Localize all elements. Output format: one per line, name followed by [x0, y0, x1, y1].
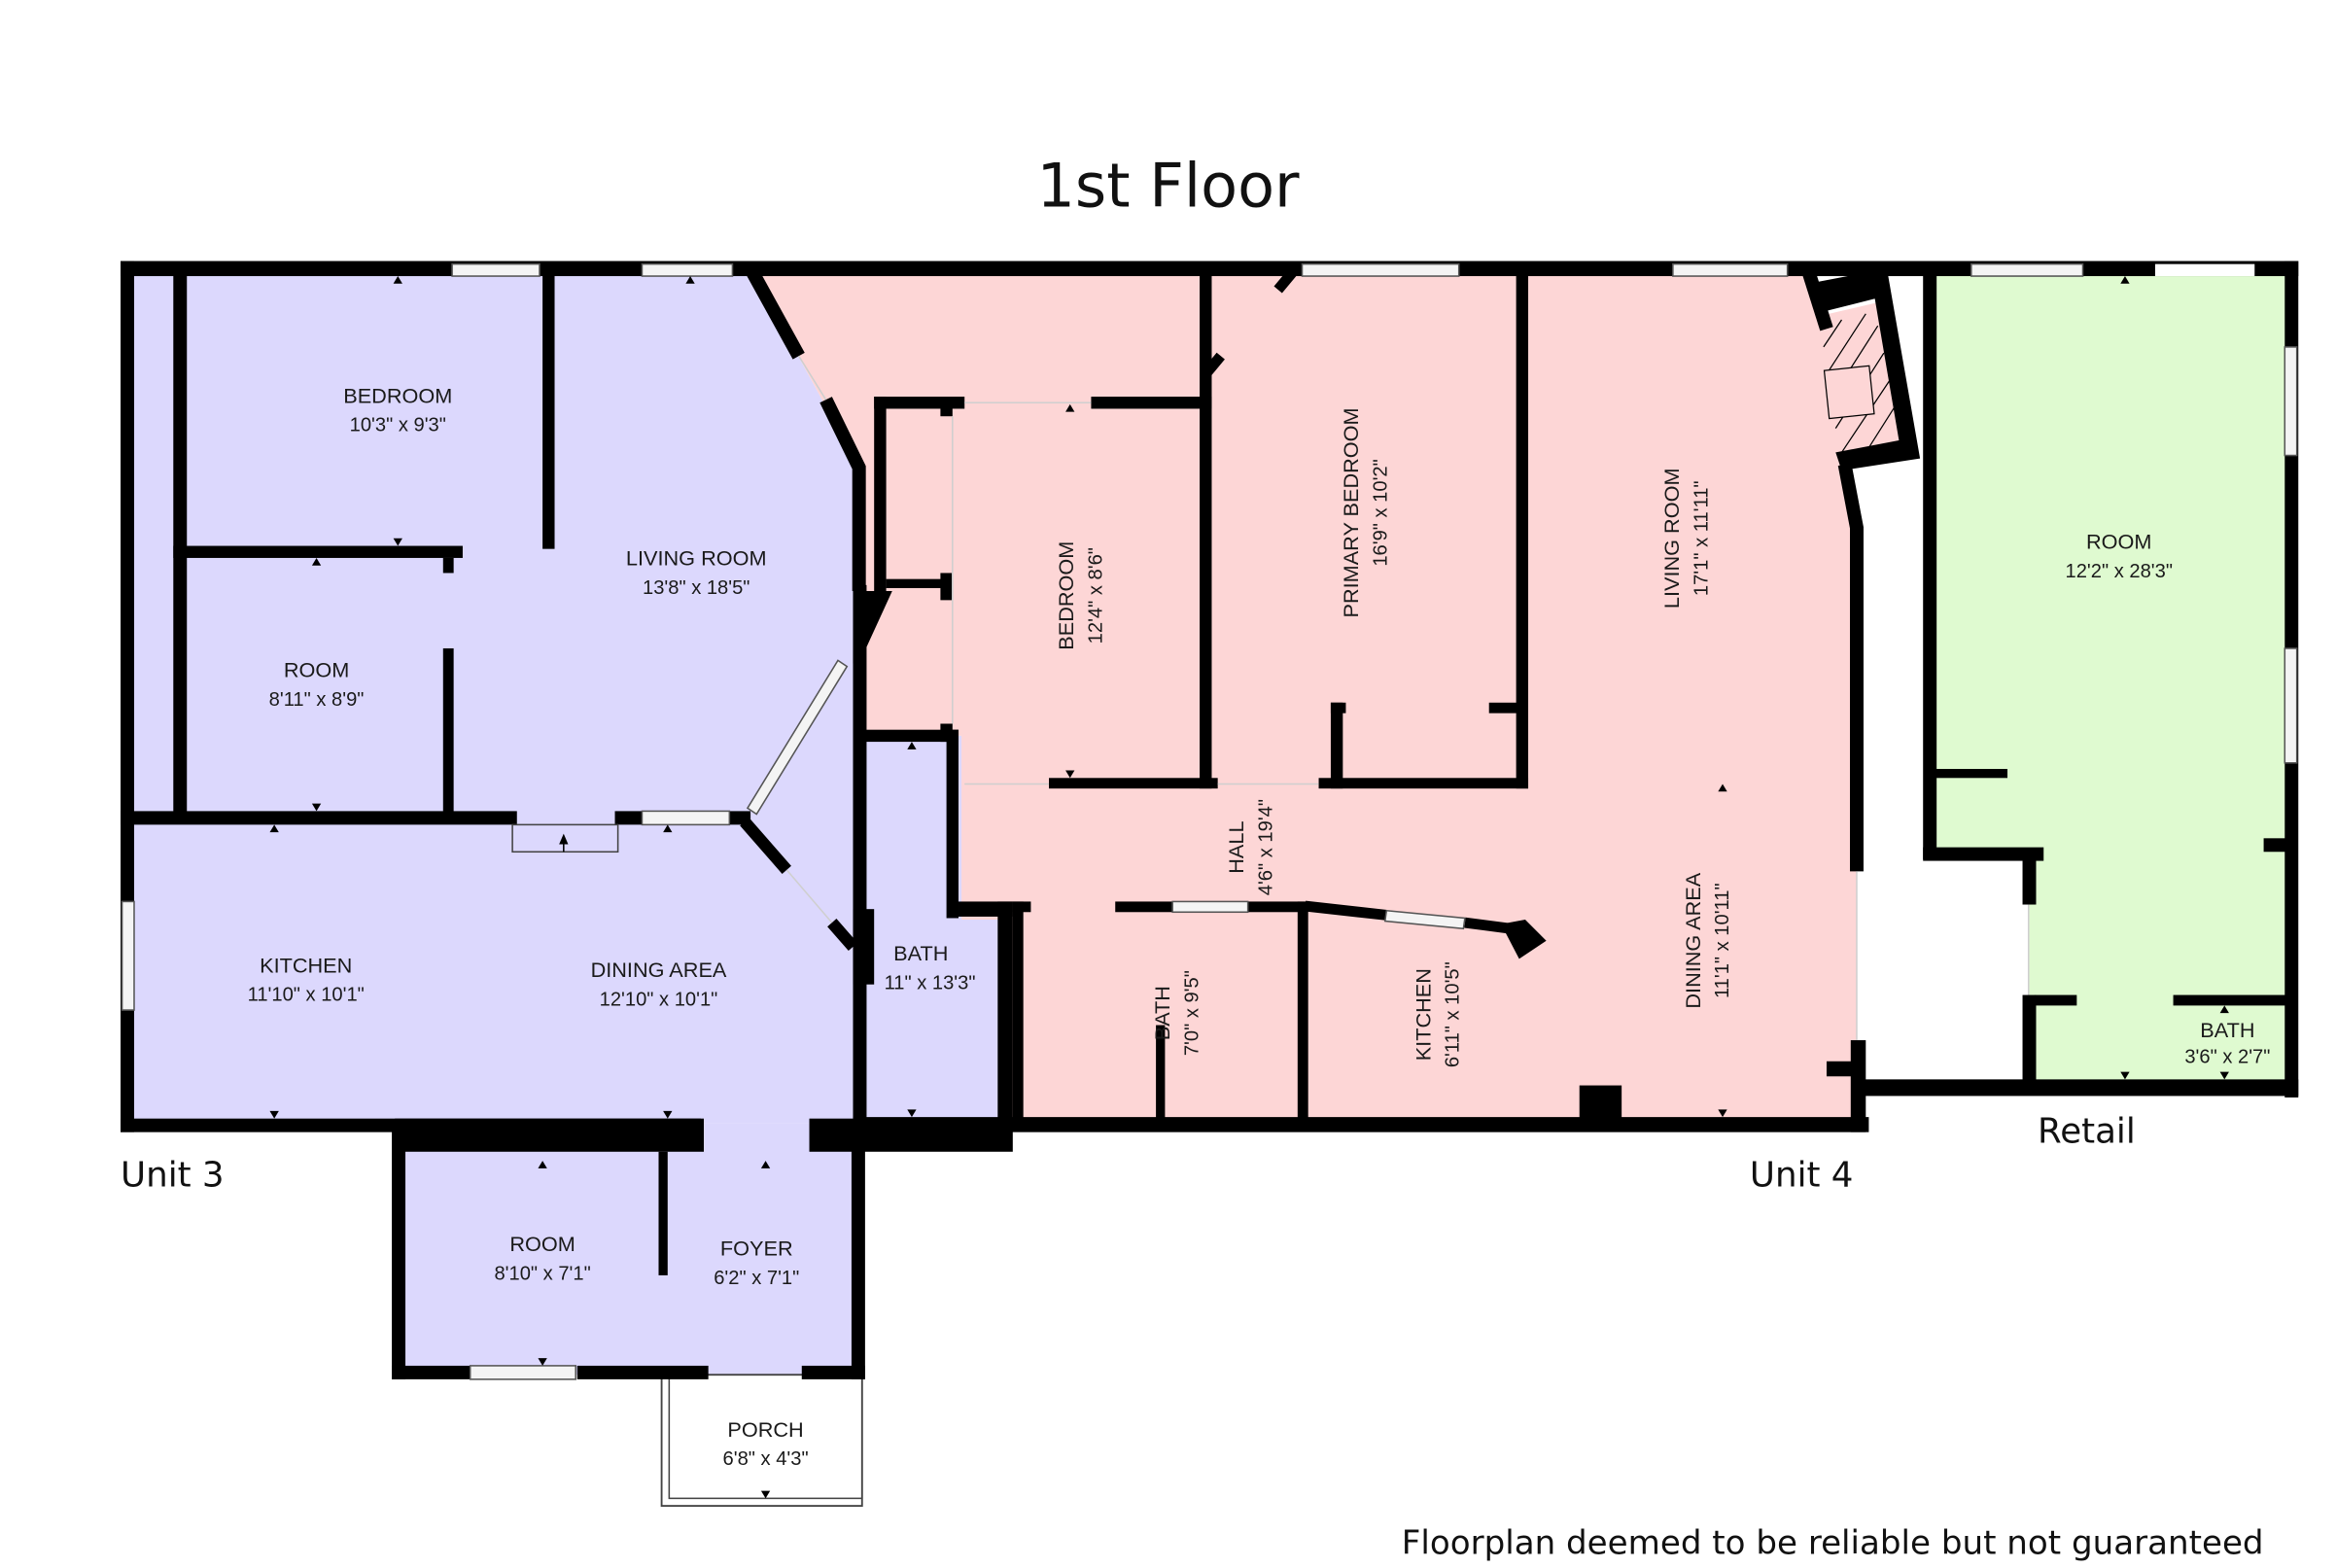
- svg-text:16'9" x 10'2": 16'9" x 10'2": [1370, 459, 1391, 566]
- svg-text:LIVING ROOM: LIVING ROOM: [1659, 468, 1684, 609]
- svg-text:3'6" x 2'7": 3'6" x 2'7": [2184, 1046, 2270, 1067]
- svg-text:6'11" x 10'5": 6'11" x 10'5": [1443, 961, 1464, 1067]
- svg-text:7'0" x 9'5": 7'0" x 9'5": [1182, 970, 1203, 1056]
- svg-text:PRIMARY BEDROOM: PRIMARY BEDROOM: [1339, 407, 1363, 617]
- room-unit4-bath: BATH 7'0" x 9'5": [1150, 970, 1203, 1056]
- room-unit3-kitchen: KITCHEN 11'10" x 10'1": [248, 953, 365, 1005]
- svg-text:12'10" x 10'1": 12'10" x 10'1": [600, 989, 718, 1010]
- svg-text:DINING AREA: DINING AREA: [591, 958, 727, 982]
- retail-label: Retail: [2038, 1111, 2136, 1151]
- room-retail-room: ROOM 12'2" x 28'3": [2066, 530, 2173, 582]
- svg-text:17'1" x 11'11": 17'1" x 11'11": [1691, 480, 1713, 596]
- room-unit3-front-room: ROOM 8'10" x 7'1": [494, 1232, 590, 1284]
- unit-3-area: [126, 268, 1010, 1376]
- unit-4-label: Unit 4: [1750, 1155, 1854, 1195]
- room-unit4-bedroom: BEDROOM 12'4" x 8'6": [1054, 541, 1106, 650]
- room-unit4-living-room: LIVING ROOM 17'1" x 11'11": [1659, 468, 1712, 609]
- svg-text:ROOM: ROOM: [2086, 530, 2151, 554]
- svg-text:BEDROOM: BEDROOM: [343, 383, 452, 407]
- svg-text:ROOM: ROOM: [509, 1232, 575, 1256]
- room-unit3-bath: BATH 11" x 13'3": [885, 941, 976, 993]
- svg-text:8'11" x 8'9": 8'11" x 8'9": [269, 689, 365, 711]
- unit-3-label: Unit 3: [121, 1155, 225, 1195]
- retail-area: [1932, 268, 2291, 1089]
- svg-text:4'6" x 19'4": 4'6" x 19'4": [1255, 799, 1276, 895]
- svg-text:13'8" x 18'5": 13'8" x 18'5": [643, 577, 750, 599]
- floor-title: 1st Floor: [1036, 151, 1300, 222]
- room-retail-bath: BATH 3'6" x 2'7": [2184, 1018, 2270, 1067]
- svg-text:DINING AREA: DINING AREA: [1681, 872, 1705, 1008]
- svg-text:11'1" x 10'11": 11'1" x 10'11": [1712, 883, 1733, 998]
- windows: [121, 262, 2298, 1380]
- room-unit4-primary-bedroom: PRIMARY BEDROOM 16'9" x 10'2": [1339, 407, 1391, 617]
- svg-text:11" x 13'3": 11" x 13'3": [885, 972, 976, 993]
- svg-text:6'8" x 4'3": 6'8" x 4'3": [723, 1448, 809, 1470]
- room-unit4-kitchen: KITCHEN 6'11" x 10'5": [1411, 961, 1463, 1067]
- room-unit4-dining-area: DINING AREA 11'1" x 10'11": [1681, 872, 1733, 1008]
- svg-text:KITCHEN: KITCHEN: [1411, 968, 1435, 1061]
- svg-text:12'4" x 8'6": 12'4" x 8'6": [1085, 547, 1106, 644]
- svg-text:11'10" x 10'1": 11'10" x 10'1": [248, 985, 365, 1006]
- disclaimer-text: Floorplan deemed to be reliable but not …: [1402, 1524, 2264, 1563]
- room-unit3-foyer: FOYER 6'2" x 7'1": [714, 1237, 799, 1289]
- svg-text:6'2" x 7'1": 6'2" x 7'1": [714, 1268, 799, 1289]
- svg-text:8'10" x 7'1": 8'10" x 7'1": [494, 1264, 590, 1285]
- room-unit4-hall: HALL 4'6" x 19'4": [1224, 799, 1276, 895]
- room-unit3-room: ROOM 8'11" x 8'9": [269, 657, 365, 710]
- svg-text:ROOM: ROOM: [284, 657, 349, 681]
- room-unit3-living-room: LIVING ROOM 13'8" x 18'5": [626, 546, 767, 599]
- room-unit3-bedroom: BEDROOM 10'3" x 9'3": [343, 383, 452, 436]
- svg-text:BATH: BATH: [893, 941, 948, 965]
- room-unit3-dining-area: DINING AREA 12'10" x 10'1": [591, 958, 727, 1010]
- svg-text:10'3" x 9'3": 10'3" x 9'3": [350, 415, 446, 436]
- svg-text:LIVING ROOM: LIVING ROOM: [626, 546, 767, 571]
- svg-text:PORCH: PORCH: [727, 1417, 803, 1442]
- svg-text:BEDROOM: BEDROOM: [1054, 541, 1078, 650]
- svg-text:KITCHEN: KITCHEN: [260, 953, 352, 977]
- svg-text:BATH: BATH: [2200, 1018, 2254, 1042]
- room-unit3-porch: PORCH 6'8" x 4'3": [723, 1417, 809, 1470]
- porch-outline: [660, 1374, 863, 1508]
- dimension-markers: [269, 276, 2229, 1499]
- svg-text:HALL: HALL: [1224, 820, 1248, 873]
- svg-text:12'2" x 28'3": 12'2" x 28'3": [2066, 561, 2173, 582]
- fireplace-hatch: [1823, 313, 1896, 453]
- svg-text:FOYER: FOYER: [720, 1237, 793, 1261]
- svg-text:BATH: BATH: [1150, 986, 1174, 1040]
